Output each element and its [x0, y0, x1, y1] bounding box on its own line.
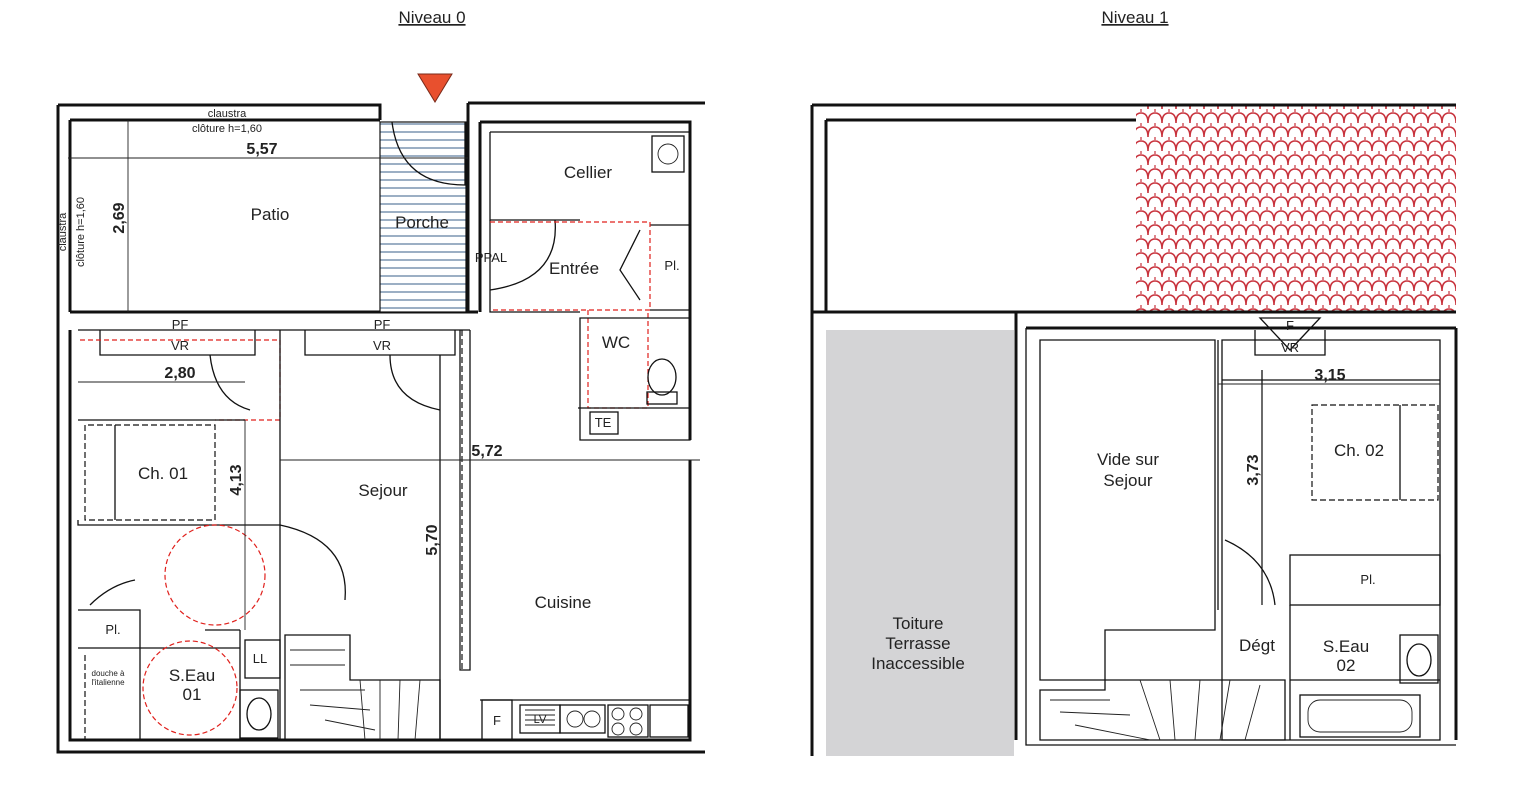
room-label-entree: Entrée: [549, 259, 599, 278]
room-label-wc: WC: [602, 333, 630, 352]
te-label: TE: [595, 415, 612, 430]
level-1-plan: F VR 3,15 3,73 Ch. 02 Vide sur Sejour Pl…: [810, 103, 1458, 756]
room-label-seau01-line1: S.Eau: [169, 666, 215, 685]
ch02-depth-dimension: 3,73: [1245, 454, 1262, 485]
roof-tiles: [1136, 105, 1456, 312]
window-vr-label: VR: [1281, 340, 1299, 355]
pf-label-left: PF: [172, 317, 189, 332]
room-label-patio: Patio: [251, 205, 290, 224]
shower-label-line1: douche à: [92, 669, 125, 678]
room-label-seau01-line2: 01: [183, 685, 202, 704]
room-label-toiture-line2: Terrasse: [885, 634, 950, 653]
inaccessible-roof-terrace: [826, 330, 1014, 756]
ppal-label: PPAL: [475, 250, 507, 265]
cloture-side-label: clôture h=1,60: [75, 197, 87, 267]
patio-width-dimension: 5,57: [246, 141, 277, 158]
shower-label-line2: l'italienne: [91, 678, 125, 687]
level-0-title: Niveau 0: [398, 8, 465, 27]
claustra-side-label: claustra: [57, 212, 69, 251]
window-f-label: F: [1286, 318, 1294, 333]
room-label-sejour: Sejour: [358, 481, 407, 500]
level-0-plan: claustra clôture h=1,60 claustra clôture…: [56, 73, 705, 754]
patio-depth-dimension: 2,69: [111, 202, 128, 233]
vr-label-mid: VR: [373, 338, 391, 353]
cloture-label: clôture h=1,60: [192, 123, 262, 135]
room-label-seau02-line2: 02: [1337, 656, 1356, 675]
sejour-width-dimension: 5,72: [471, 443, 502, 460]
room-label-cellier: Cellier: [564, 163, 613, 182]
vr-label-left: VR: [171, 338, 189, 353]
sejour-depth-dimension: 5,70: [424, 524, 441, 555]
room-label-ch02: Ch. 02: [1334, 441, 1384, 460]
fridge-label: F: [493, 713, 501, 728]
closet-label-ch01: Pl.: [105, 622, 120, 637]
closet-label-level1: Pl.: [1360, 572, 1375, 587]
pf-label-mid: PF: [374, 317, 391, 332]
room-label-ch01: Ch. 01: [138, 464, 188, 483]
room-label-seau02-line1: S.Eau: [1323, 637, 1369, 656]
room-label-porche: Porche: [395, 213, 449, 232]
dishwasher-label: LV: [534, 714, 547, 726]
ch01-width-dimension: 2,80: [164, 365, 195, 382]
room-label-cuisine: Cuisine: [535, 593, 592, 612]
room-label-degt: Dégt: [1239, 636, 1275, 655]
claustra-label: claustra: [208, 108, 247, 120]
ch01-depth-dimension: 4,13: [228, 464, 245, 495]
room-label-vide-line2: Sejour: [1103, 471, 1152, 490]
room-label-vide-line1: Vide sur: [1097, 450, 1159, 469]
ch02-width-dimension: 3,15: [1314, 367, 1345, 384]
level-1-title: Niveau 1: [1101, 8, 1168, 27]
entrance-arrow-icon: [417, 73, 453, 103]
closet-label-entree: Pl.: [664, 258, 679, 273]
room-label-toiture-line3: Inaccessible: [871, 654, 965, 673]
porch-steps: [379, 121, 467, 313]
room-label-toiture-line1: Toiture: [892, 614, 943, 633]
ll-label: LL: [253, 651, 267, 666]
